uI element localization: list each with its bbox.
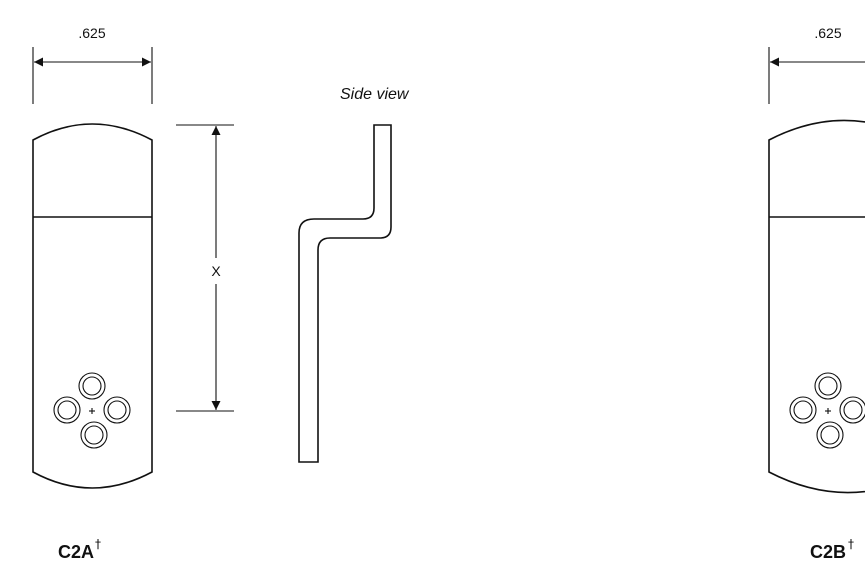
side-view-profile (298, 124, 392, 463)
width-dimension-label: .625 (78, 25, 105, 41)
part-c2a: .625 C2A † (32, 25, 153, 562)
c2a-plate-outline (32, 123, 153, 489)
part-label-c2b-mark: † (848, 537, 854, 551)
part-c2b: .625 C2B † (768, 25, 865, 562)
height-dimension-x: X (176, 124, 234, 412)
height-dimension-label: X (211, 263, 221, 279)
side-view: Side view (298, 86, 410, 463)
width-dimension-c2b: .625 (768, 25, 865, 104)
side-view-caption: Side view (340, 86, 410, 103)
c2b-hole-cluster (789, 372, 865, 449)
width-dimension-label: .625 (814, 25, 841, 41)
part-label-c2a: C2A (58, 542, 94, 562)
c2b-plate-outline (768, 119, 865, 494)
width-dimension-c2a: .625 (32, 25, 153, 104)
c2a-hole-cluster (53, 372, 131, 449)
part-label-c2b: C2B (810, 542, 846, 562)
part-label-c2a-mark: † (95, 537, 101, 551)
